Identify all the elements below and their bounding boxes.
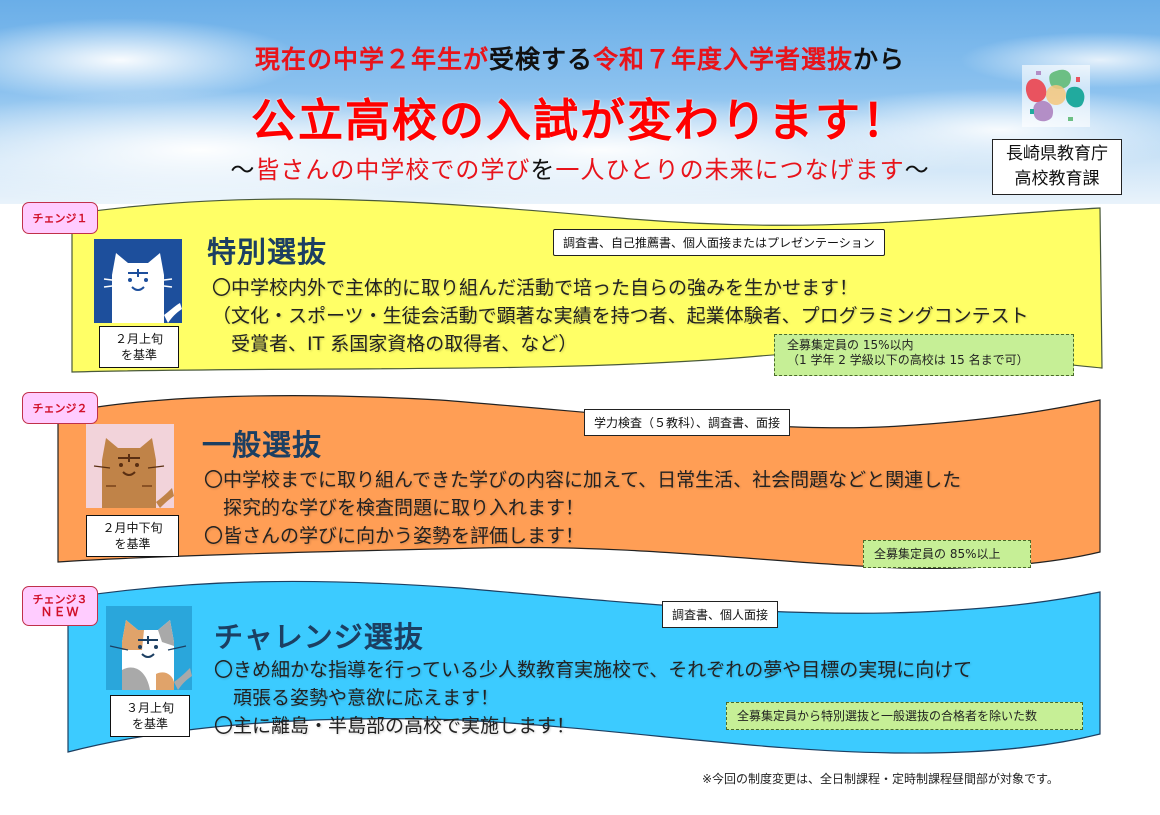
change-tag: チェンジ３ ＮＥＷ <box>22 586 98 626</box>
selection-title: 一般選抜 <box>202 428 323 462</box>
change-tag: チェンジ２ <box>22 392 98 424</box>
lead-part: 令和７年度入学者選抜 <box>593 45 854 74</box>
description-line: 探究的な学びを検査問題に取り入れます！ <box>204 497 585 519</box>
sky-background <box>0 0 1160 204</box>
description-line: 受賞者、IT 系国家資格の取得者、など） <box>212 333 578 355</box>
timing-suffix: を基準 <box>131 717 168 731</box>
subtitle-part: ～ <box>904 156 930 184</box>
organization-box: 長崎県教育庁 高校教育課 <box>992 139 1122 195</box>
change-tag: チェンジ１ <box>22 202 98 234</box>
change-tag-label: チェンジ３ <box>32 593 88 606</box>
quota-box: 全募集定員の 85%以上 <box>863 540 1031 568</box>
quota-line: 全募集定員の 85%以上 <box>874 547 1001 561</box>
calico-cat-icon <box>106 606 194 690</box>
timing-suffix: を基準 <box>114 537 151 551</box>
description-line: 〇中学校までに取り組んできた学びの内容に加えて、日常生活、社会問題などと関連した <box>204 469 962 491</box>
headline: 公立高校の入試が変わります！ <box>250 94 909 147</box>
description-line: 〇中学校内外で主体的に取り組んだ活動で培った自らの強みを生かせます！ <box>212 277 859 299</box>
subtitle: ～皆さんの中学校での学びを一人ひとりの未来につなげます～ <box>0 150 1160 185</box>
lead-part: 現在の中学２年生が <box>254 45 489 74</box>
timing-month: ２月中下旬 <box>102 521 163 535</box>
description-line: 〇皆さんの学びに向かう姿勢を評価します！ <box>204 525 585 547</box>
description-line: 〇主に離島・半島部の高校で実施します！ <box>214 715 576 737</box>
timing-box: ２月上旬 を基準 <box>99 326 179 368</box>
quota-line: （1 学年 2 学級以下の高校は 15 名まで可） <box>787 353 1029 367</box>
header: 現在の中学２年生が受検する令和７年度入学者選抜から 公立高校の入試が変わります！… <box>0 0 1160 204</box>
new-badge: ＮＥＷ <box>40 605 80 619</box>
tabby-cat-icon <box>86 424 174 508</box>
subtitle-part: ～ <box>230 156 256 184</box>
panel-challenge-selection: チェンジ３ ＮＥＷ ３月上旬 を基準 チャレンジ選抜 調査書、個人面接 〇きめ細… <box>0 578 1160 768</box>
evaluation-methods: 調査書、個人面接 <box>662 601 779 628</box>
description-line: 〇きめ細かな指導を行っている少人数教育実施校で、それぞれの夢や目標の実現に向けて <box>214 659 973 681</box>
subtitle-part: 一人ひとりの未来 <box>555 156 755 184</box>
white-cat-icon <box>94 239 182 323</box>
change-tag-label: チェンジ１ <box>32 211 88 225</box>
timing-month: ２月上旬 <box>114 332 163 346</box>
quota-line: 全募集定員から特別選抜と一般選抜の合格者を除いた数 <box>737 709 1038 723</box>
selection-title: 特別選抜 <box>207 235 328 269</box>
panel-special-selection: チェンジ１ ２月上旬 を基準 特別選抜 調査書、自己推薦書、個人面接またはプレゼ… <box>0 196 1160 386</box>
description: 〇中学校までに取り組んできた学びの内容に加えて、日常生活、社会問題などと関連した… <box>204 466 961 550</box>
timing-box: ２月中下旬 を基準 <box>86 515 179 557</box>
wave-banner <box>57 395 1101 569</box>
lead-part: 受検する <box>488 45 593 74</box>
flower-logo-icon <box>1022 65 1090 127</box>
evaluation-methods: 調査書、自己推薦書、個人面接またはプレゼンテーション <box>553 229 885 256</box>
org-department: 高校教育課 <box>1014 169 1100 189</box>
timing-suffix: を基準 <box>120 348 157 362</box>
timing-month: ３月上旬 <box>125 701 174 715</box>
description: 〇中学校内外で主体的に取り組んだ活動で培った自らの強みを生かせます！ （文化・ス… <box>212 274 1029 358</box>
description-line: 頑張る姿勢や意欲に応えます！ <box>214 687 500 709</box>
footnote: ※今回の制度変更は、全日制課程・定時制課程昼間部が対象です。 <box>702 772 1059 786</box>
selection-title: チャレンジ選抜 <box>214 620 424 654</box>
panel-general-selection: チェンジ２ ２月中下旬 を基準 一般選抜 学力検査（５教科）、調査書、面接 〇中… <box>0 384 1160 580</box>
quota-line: 全募集定員の 15%以内 <box>787 338 914 352</box>
subtitle-part: 皆さんの中学校での学び <box>255 156 531 184</box>
subtitle-part: につなげます <box>754 156 905 184</box>
timing-box: ３月上旬 を基準 <box>110 695 190 737</box>
quota-box: 全募集定員から特別選抜と一般選抜の合格者を除いた数 <box>726 702 1083 730</box>
quota-box: 全募集定員の 15%以内 （1 学年 2 学級以下の高校は 15 名まで可） <box>774 334 1074 376</box>
evaluation-methods: 学力検査（５教科）、調査書、面接 <box>584 409 791 436</box>
lead-part: から <box>853 45 906 74</box>
subtitle-part: を <box>530 156 556 184</box>
header-lead: 現在の中学２年生が受検する令和７年度入学者選抜から <box>0 40 1160 76</box>
org-name: 長崎県教育庁 <box>1006 144 1108 164</box>
description: 〇きめ細かな指導を行っている少人数教育実施校で、それぞれの夢や目標の実現に向けて… <box>214 656 972 740</box>
description-line: （文化・スポーツ・生徒会活動で顕著な実績を持つ者、起業体験者、プログラミングコン… <box>212 305 1029 327</box>
change-tag-label: チェンジ２ <box>32 401 88 415</box>
